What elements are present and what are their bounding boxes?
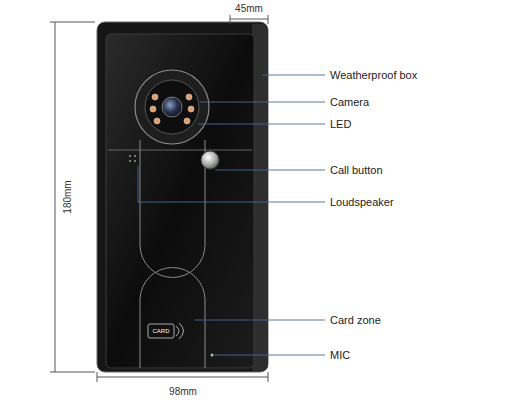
part-label: Call button (330, 165, 383, 176)
camera-lens (162, 97, 182, 117)
call-button (201, 151, 219, 169)
leader-lines (138, 75, 325, 355)
speaker-holes (129, 155, 136, 162)
part-label: Camera (330, 97, 369, 108)
front-panel (106, 34, 254, 368)
part-label: Weatherproof box (330, 70, 417, 81)
dimension-lines (50, 15, 268, 382)
weatherproof-box (97, 22, 268, 372)
part-label: MIC (330, 350, 350, 361)
dimension-label: 45mm (235, 4, 263, 14)
part-label: LED (330, 119, 351, 130)
icon-label: CARD (152, 328, 169, 334)
led-ring (150, 94, 194, 124)
card-zone-outline (140, 268, 205, 369)
mic-hole (211, 354, 214, 357)
part-label: Card zone (330, 315, 381, 326)
camera-housing (135, 70, 209, 144)
part-label: Loudspeaker (330, 197, 394, 208)
panel-line (108, 150, 252, 151)
card-waves (176, 323, 184, 339)
panel-loop (140, 140, 205, 278)
dimension-label: 180mm (63, 180, 73, 213)
card-icon (148, 324, 174, 338)
dimension-label: 98mm (169, 387, 197, 397)
camera-ring (145, 80, 199, 134)
